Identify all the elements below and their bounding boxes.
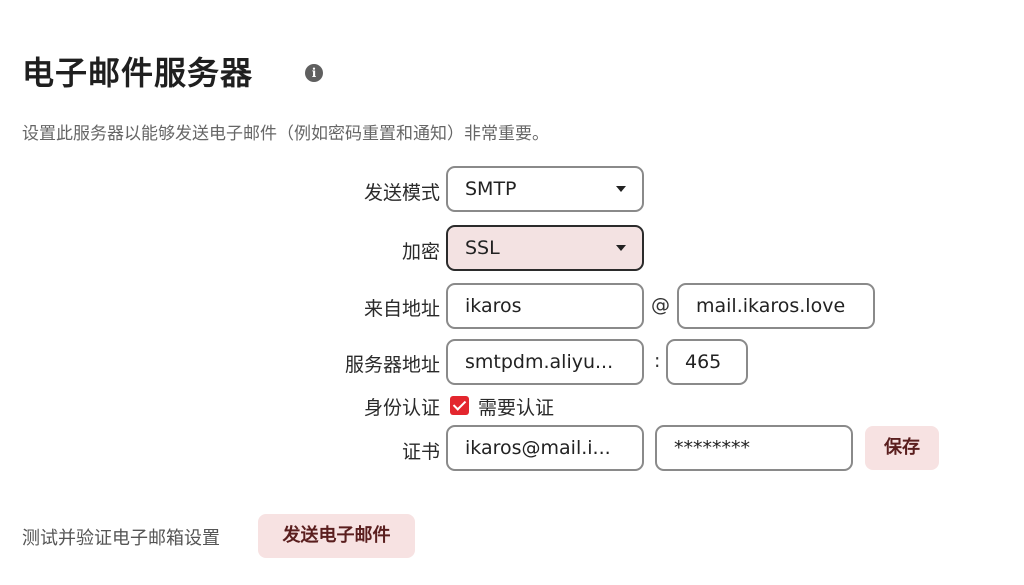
page-description: 设置此服务器以能够发送电子邮件（例如密码重置和通知）非常重要。 xyxy=(22,124,549,144)
password-input[interactable]: ******** xyxy=(655,425,853,471)
from-address-label: 来自地址 xyxy=(363,298,440,320)
send-mode-value: SMTP xyxy=(465,178,517,200)
colon-separator: : xyxy=(654,350,661,372)
auth-label: 身份认证 xyxy=(363,397,440,419)
from-domain-input[interactable]: mail.ikaros.love xyxy=(677,283,875,329)
require-auth-checkbox[interactable] xyxy=(450,396,469,415)
require-auth-label[interactable]: 需要认证 xyxy=(478,397,555,419)
send-email-button[interactable]: 发送电子邮件 xyxy=(258,514,415,558)
username-input[interactable]: ikaros@mail.i... xyxy=(446,425,644,471)
save-button[interactable]: 保存 xyxy=(865,426,939,470)
chevron-down-icon xyxy=(616,186,626,192)
from-user-input[interactable]: ikaros xyxy=(446,283,644,329)
page-title: 电子邮件服务器 xyxy=(22,54,254,92)
encryption-value: SSL xyxy=(465,237,500,259)
chevron-down-icon xyxy=(616,245,626,251)
test-email-label: 测试并验证电子邮箱设置 xyxy=(22,528,220,549)
send-mode-select[interactable]: SMTP xyxy=(446,166,644,212)
send-mode-label: 发送模式 xyxy=(363,182,440,204)
server-address-label: 服务器地址 xyxy=(344,354,440,376)
credentials-label: 证书 xyxy=(401,441,440,463)
server-port-input[interactable]: 465 xyxy=(666,339,748,385)
info-icon[interactable]: i xyxy=(305,64,323,82)
encryption-select[interactable]: SSL xyxy=(446,225,644,271)
at-separator: @ xyxy=(651,294,670,316)
server-host-input[interactable]: smtpdm.aliyu... xyxy=(446,339,644,385)
encryption-label: 加密 xyxy=(401,241,440,263)
